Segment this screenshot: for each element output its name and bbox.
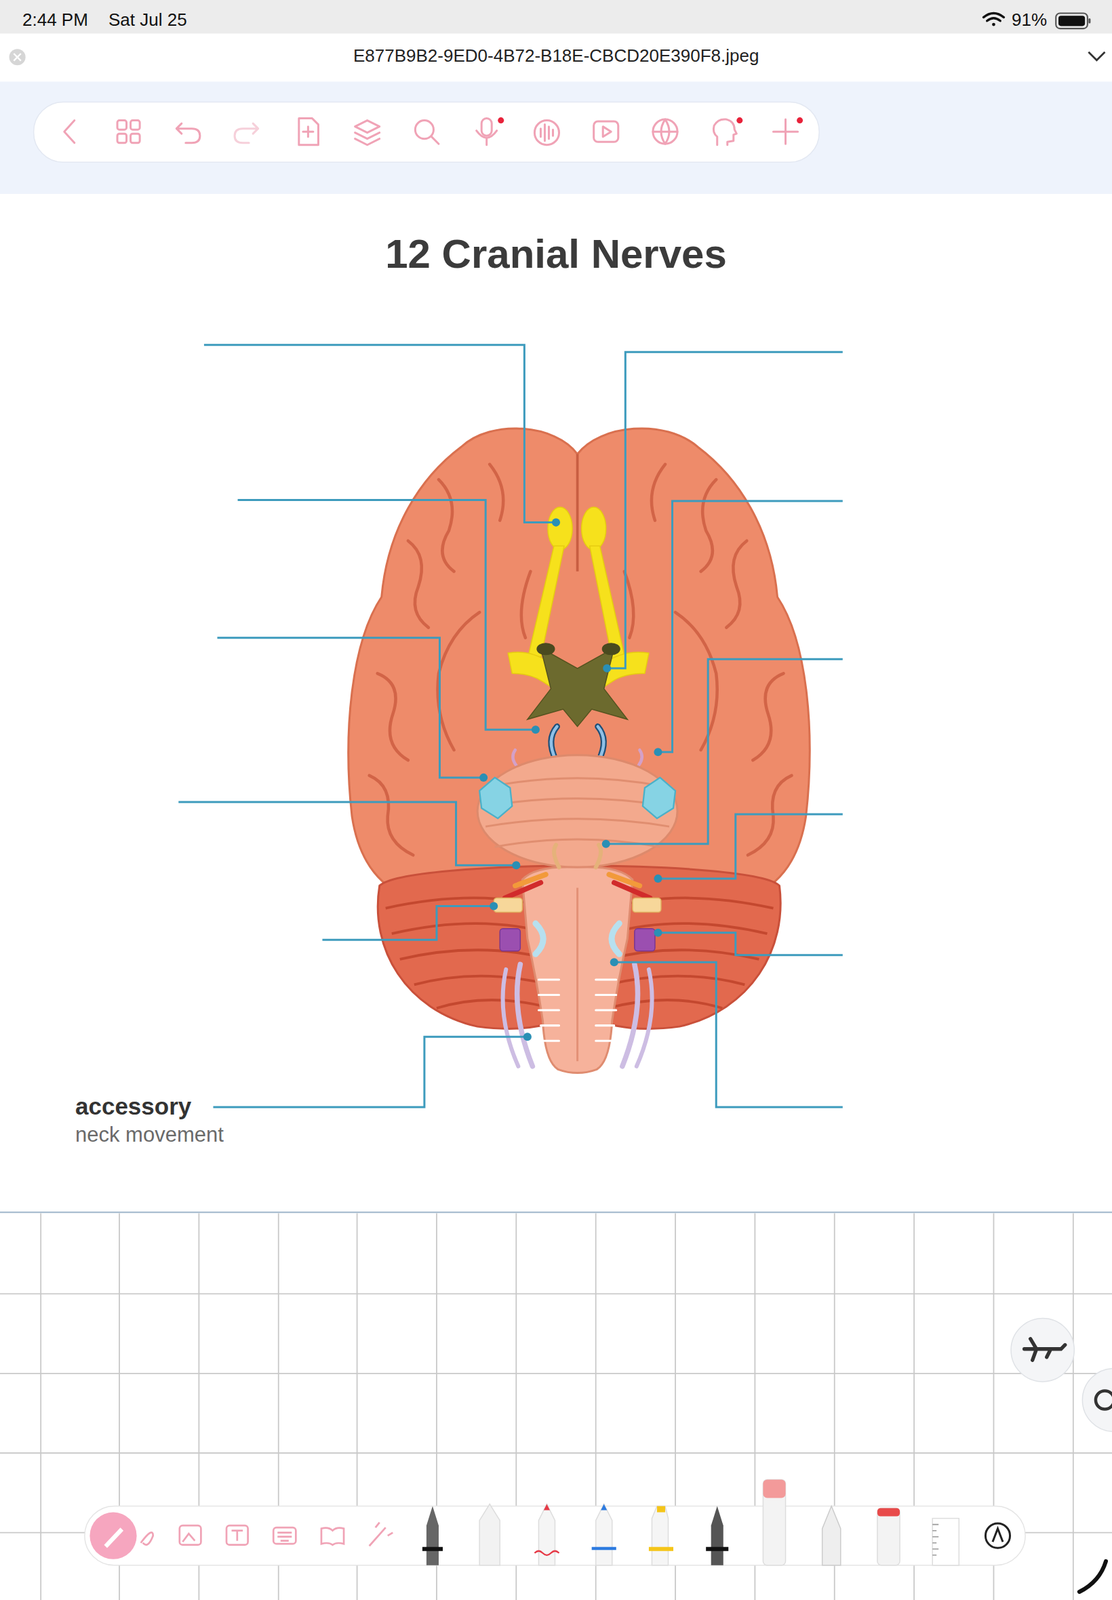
page-divider bbox=[0, 1211, 1112, 1214]
status-date: Sat Jul 25 bbox=[108, 10, 188, 31]
leader-dots bbox=[479, 518, 662, 1042]
pencil-glyph bbox=[103, 1527, 124, 1548]
trigeminal-nerve bbox=[479, 777, 676, 819]
toolbar-pill bbox=[33, 102, 820, 163]
optic-tract-end bbox=[536, 642, 555, 655]
notification-dot bbox=[736, 117, 743, 124]
nerve-label: accessory bbox=[75, 1093, 192, 1121]
nerve-function: neck movement bbox=[75, 1122, 224, 1148]
notification-dot bbox=[497, 117, 504, 124]
floating-button bbox=[1010, 1318, 1075, 1382]
battery-icon bbox=[1055, 13, 1091, 30]
median-fissure bbox=[576, 887, 579, 1062]
brain-illustration bbox=[348, 428, 810, 1074]
cranial-nerve-roots bbox=[493, 844, 662, 1067]
leader-lines bbox=[178, 345, 843, 1108]
notification-dot bbox=[796, 117, 803, 124]
pen-tray bbox=[422, 1479, 1011, 1565]
longitudinal-fissure bbox=[576, 454, 580, 572]
close-cross bbox=[13, 53, 22, 62]
close-button bbox=[9, 48, 26, 66]
tab-bar bbox=[0, 33, 1112, 83]
pons bbox=[477, 755, 678, 868]
toolbar-tools bbox=[141, 1522, 394, 1547]
medulla bbox=[522, 867, 632, 1074]
olfactory-nerve bbox=[528, 507, 624, 659]
chevron-down bbox=[1088, 52, 1105, 61]
optic-tract-end bbox=[602, 642, 621, 655]
hypothalamus bbox=[527, 648, 628, 727]
corner-stroke bbox=[1079, 1561, 1106, 1593]
battery-level: 91% bbox=[1011, 10, 1047, 31]
floating-button bbox=[1082, 1368, 1112, 1432]
status-bar bbox=[0, 0, 1112, 34]
toolbar-background bbox=[0, 81, 1112, 194]
file-name: E877B9B2-9ED0-4B72-B18E-CBCD20E390F8.jpe… bbox=[353, 46, 759, 67]
chat-icon bbox=[1095, 1390, 1112, 1409]
toolbar-icons bbox=[64, 118, 799, 146]
airplane-icon bbox=[1024, 1339, 1066, 1361]
pen-mode-button bbox=[89, 1512, 137, 1560]
wifi-icon bbox=[983, 13, 1004, 27]
diagram-title: 12 Cranial Nerves bbox=[0, 230, 1112, 278]
status-time: 2:44 PM bbox=[22, 10, 89, 31]
grid-paper bbox=[0, 1213, 1112, 1600]
pons-stripes bbox=[485, 778, 670, 848]
